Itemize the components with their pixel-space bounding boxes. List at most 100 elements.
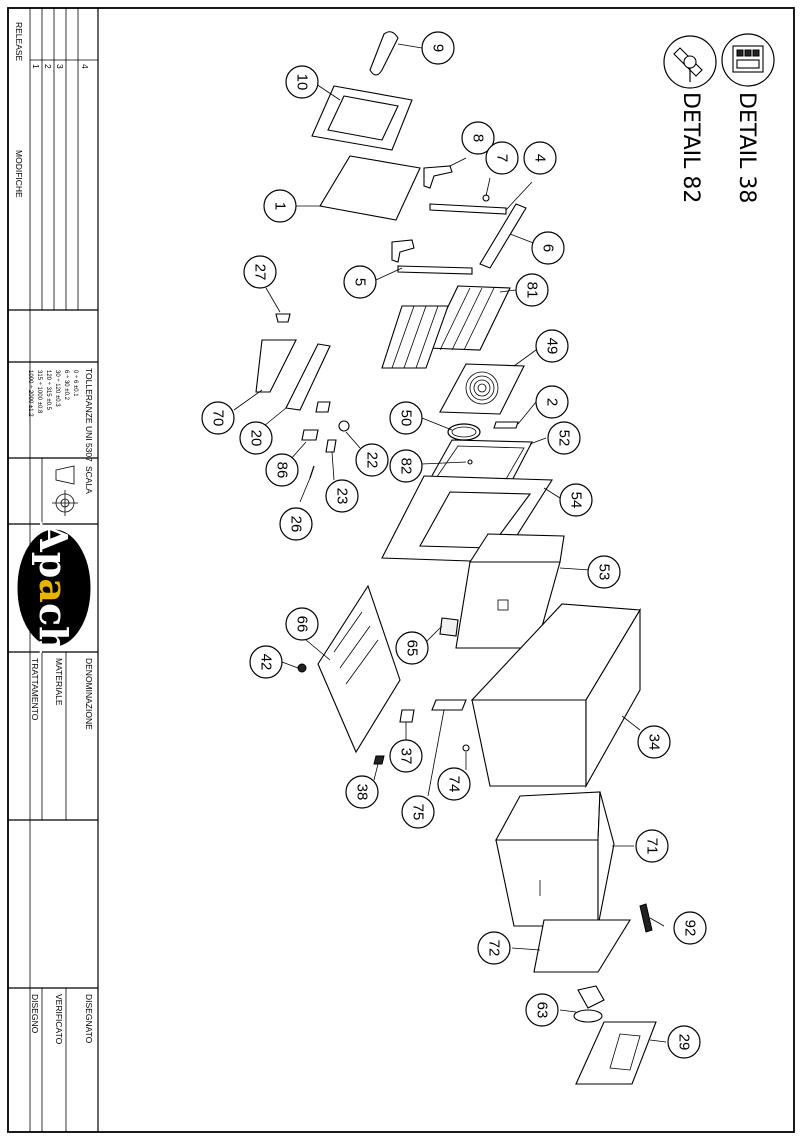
svg-text:38: 38 <box>354 784 371 801</box>
callout-42: 42 <box>249 645 283 679</box>
title-block: RELEASE MODIFICHE 1 2 3 4 TOLLERANZE UNI… <box>7 7 795 1133</box>
svg-text:70: 70 <box>210 410 227 427</box>
detail-38-label: DETAIL 38 <box>734 92 759 203</box>
callout-86: 86 <box>265 453 299 487</box>
svg-text:54: 54 <box>568 492 585 509</box>
callout-75: 75 <box>401 795 435 829</box>
part-4-strip <box>429 203 507 215</box>
svg-text:42: 42 <box>258 654 275 671</box>
modification-label: MODIFICHE <box>14 150 24 198</box>
part-38-connector <box>373 755 385 765</box>
multi-terminal-connector-icon <box>732 45 764 73</box>
svg-text:26: 26 <box>288 516 305 533</box>
svg-text:7: 7 <box>494 154 511 162</box>
callout-1: 1 <box>263 189 297 223</box>
svg-text:8: 8 <box>470 134 487 142</box>
part-71-base-box <box>495 791 615 927</box>
callout-10: 10 <box>285 65 319 99</box>
callout-23: 23 <box>325 479 359 513</box>
part-81-shelf-rack <box>381 285 511 369</box>
svg-text:63: 63 <box>534 1002 551 1019</box>
callout-8: 8 <box>461 121 495 155</box>
callout-74: 74 <box>437 767 471 801</box>
part-1-glass <box>319 155 421 221</box>
projection-symbol-icon <box>52 465 78 516</box>
part-8-hinge <box>423 165 453 189</box>
material-label: MATERIALE <box>54 658 64 706</box>
part-23-lamp <box>325 439 337 453</box>
svg-text:29: 29 <box>676 1034 693 1051</box>
callout-72: 72 <box>477 931 511 965</box>
svg-text:81: 81 <box>524 282 541 299</box>
thermostat-probe-icon <box>673 47 703 82</box>
part-5-hinge <box>391 239 415 263</box>
svg-text:53: 53 <box>596 564 613 581</box>
svg-text:23: 23 <box>334 488 351 505</box>
callout-4: 4 <box>523 141 557 175</box>
tolerance-row: 315 ÷ 1000 ±0.8 <box>36 370 42 414</box>
svg-text:1: 1 <box>272 202 289 210</box>
svg-text:86: 86 <box>274 462 291 479</box>
callout-65: 65 <box>395 631 429 665</box>
callout-20: 20 <box>239 421 273 455</box>
svg-text:2: 2 <box>544 398 561 406</box>
svg-text:20: 20 <box>248 430 265 447</box>
part-34-outer-case <box>470 603 641 789</box>
scale-label: SCALA <box>84 466 94 494</box>
svg-text:66: 66 <box>294 616 311 633</box>
svg-text:52: 52 <box>556 430 573 447</box>
part-63-fan <box>573 985 605 1023</box>
callout-9: 9 <box>421 31 455 65</box>
svg-text:65: 65 <box>404 640 421 657</box>
callout-38: 38 <box>345 775 379 809</box>
part-10-door-frame <box>311 85 413 151</box>
part-26-screw <box>309 465 315 479</box>
callout-7: 7 <box>485 141 519 175</box>
svg-text:6: 6 <box>540 244 557 252</box>
callout-70: 70 <box>201 401 235 435</box>
callout-52: 52 <box>547 421 581 455</box>
part-72-base-plate <box>533 919 631 973</box>
svg-text:50: 50 <box>398 410 415 427</box>
callouts: 9 10 8 7 4 1 6 5 81 27 49 70 20 2 50 86 … <box>201 31 707 1059</box>
outer-frame <box>7 7 795 1133</box>
part-27-knob <box>275 313 291 323</box>
logo-oval <box>17 529 91 647</box>
tolerance-row: 1000 ÷ 2000 ±1.2 <box>27 370 33 417</box>
svg-text:34: 34 <box>646 734 663 751</box>
part-29-vent-plate <box>575 1021 657 1085</box>
logo-text: Apach <box>31 521 76 653</box>
tolerance-row: 0 ÷ 6 ±0.1 <box>72 370 78 397</box>
svg-text:71: 71 <box>644 838 661 855</box>
callout-71: 71 <box>635 829 669 863</box>
callout-27: 27 <box>243 255 277 289</box>
drawing-label: DISEGNO <box>30 994 40 1034</box>
part-74-plug <box>462 744 470 752</box>
revision-1: 1 <box>31 64 41 69</box>
leader-lines <box>233 43 667 1043</box>
part-42-foot <box>297 663 307 673</box>
svg-text:5: 5 <box>352 278 369 286</box>
detail-views: DETAIL 38 DETAIL 82 <box>663 33 775 203</box>
checked-label: VERIFICATO <box>54 994 64 1045</box>
revision-3: 3 <box>55 64 65 69</box>
detail-82-label: DETAIL 82 <box>678 92 703 203</box>
svg-text:92: 92 <box>682 920 699 937</box>
part-22-thermostat <box>338 420 350 432</box>
part-82-probe <box>467 459 473 465</box>
parts <box>233 31 667 1085</box>
svg-text:10: 10 <box>294 74 311 91</box>
drawn-label: DISEGNATO <box>84 994 94 1044</box>
callout-66: 66 <box>285 607 319 641</box>
part-66-back-panel <box>317 584 401 754</box>
svg-text:75: 75 <box>410 804 427 821</box>
svg-text:27: 27 <box>252 264 269 281</box>
callout-6: 6 <box>531 231 565 265</box>
release-label: RELEASE <box>14 22 24 62</box>
callout-53: 53 <box>587 555 621 589</box>
callout-92: 92 <box>673 911 707 945</box>
callout-37: 37 <box>389 739 423 773</box>
callout-22: 22 <box>355 443 389 477</box>
part-37-thermostat-block <box>399 709 415 723</box>
callout-2: 2 <box>535 385 569 419</box>
